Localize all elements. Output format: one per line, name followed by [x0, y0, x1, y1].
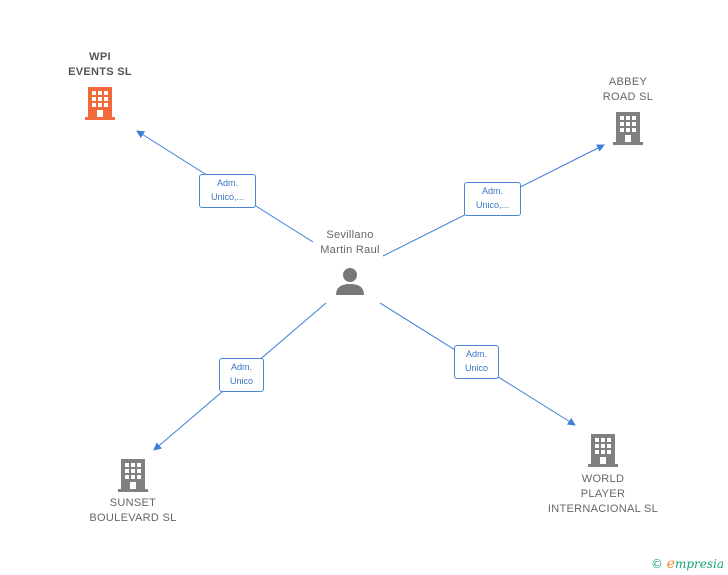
building-icon: [588, 434, 618, 467]
building-icon: [118, 459, 148, 492]
relation-label-sunset[interactable]: Adm. Unico: [219, 358, 264, 392]
person-icon: [336, 268, 364, 295]
relation-label-wpi[interactable]: Adm. Unico,...: [199, 174, 256, 208]
person-name: Sevillano Martin Raul: [320, 229, 380, 256]
company-label-wpi: WPI EVENTS SL: [68, 51, 132, 78]
company-node-world[interactable]: WORLD PLAYER INTERNACIONAL SL: [538, 432, 668, 517]
company-label-abbey: ABBEY ROAD SL: [602, 76, 654, 103]
company-node-wpi[interactable]: WPI EVENTS SL: [50, 50, 150, 121]
building-icon: [85, 87, 115, 120]
company-label-world: WORLD PLAYER INTERNACIONAL SL: [547, 473, 659, 515]
company-label-sunset: SUNSET BOULEVARD SL: [89, 497, 177, 524]
relation-label-abbey[interactable]: Adm. Unico,...: [464, 182, 521, 216]
company-node-abbey[interactable]: ABBEY ROAD SL: [578, 75, 678, 146]
person-node[interactable]: Sevillano Martin Raul: [300, 228, 400, 296]
brand-logo-initial: e: [666, 556, 675, 572]
brand-logo-text: mpresia: [674, 557, 724, 571]
copyright-symbol: ©: [650, 557, 663, 571]
building-icon: [613, 112, 643, 145]
company-node-sunset[interactable]: SUNSET BOULEVARD SL: [73, 457, 193, 526]
relation-label-world[interactable]: Adm. Unico: [454, 345, 499, 379]
brand-footer: © empresia: [651, 556, 724, 572]
